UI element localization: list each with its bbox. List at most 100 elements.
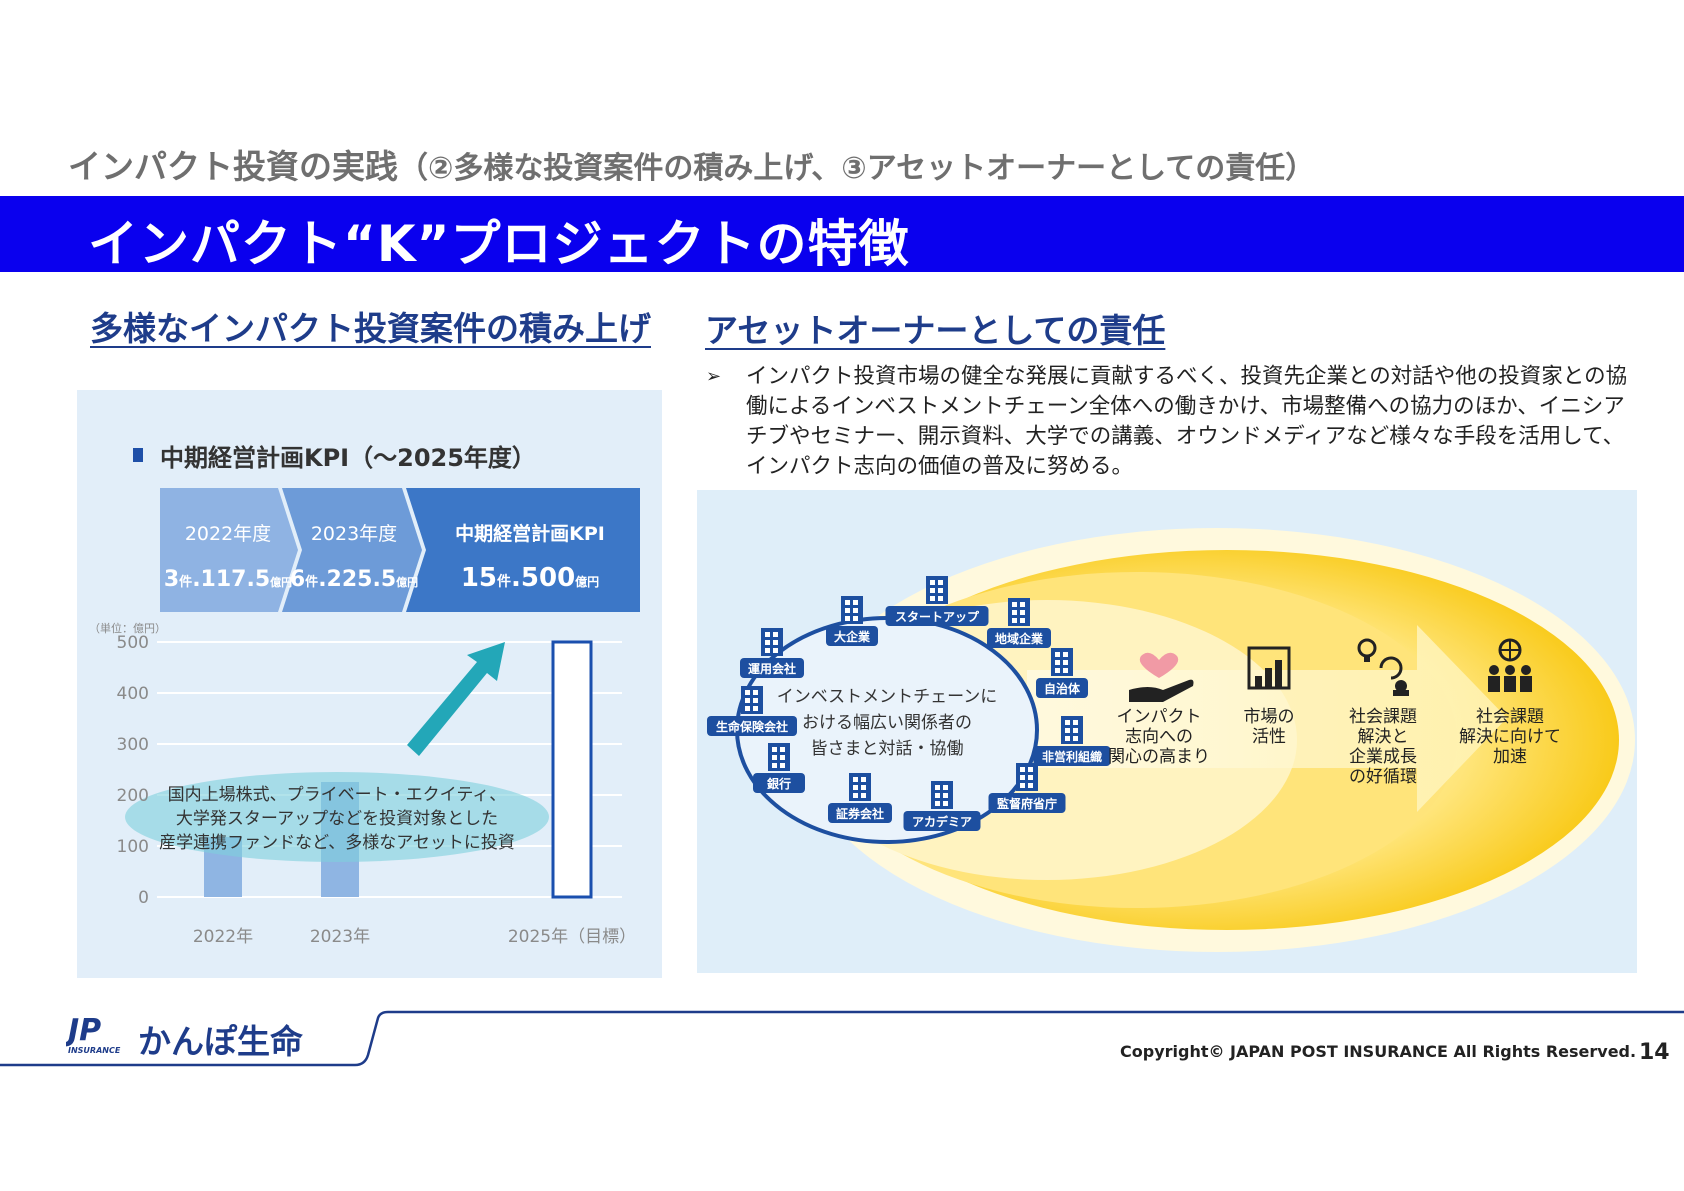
- building-icon: [1061, 716, 1083, 744]
- kpi-title: 中期経営計画KPI（～2025年度）: [160, 444, 536, 472]
- chain-node: 自治体: [1036, 648, 1088, 698]
- building-icon: [741, 686, 763, 714]
- building-icon: [1008, 598, 1030, 626]
- kpi-step-year: 2023年度: [311, 523, 397, 545]
- x-tick-label: 2022年: [193, 927, 253, 947]
- kpi-step-2022: [160, 488, 298, 612]
- chain-node-label: 大企業: [834, 629, 871, 644]
- chain-node-label: 自治体: [1044, 681, 1081, 696]
- people-icon: [1488, 638, 1532, 692]
- chain-node-label: 生命保険会社: [716, 719, 788, 734]
- chain-node: 地域企業: [987, 598, 1051, 648]
- cycle-icon: [1357, 638, 1409, 696]
- building-icon: [849, 773, 871, 801]
- outcome-label: インパクト: [1117, 707, 1202, 727]
- slide-subtitle: インパクト投資の実践（②多様な投資案件の積み上げ、③アセットオーナーとしての責任…: [68, 140, 1315, 188]
- page-number: 14: [1639, 1040, 1670, 1065]
- building-icon: [931, 781, 953, 809]
- kpi-step-value: 15件.500億円: [461, 563, 599, 593]
- kpi-marker-icon: [133, 448, 143, 462]
- right-section-heading: アセットオーナーとしての責任: [705, 311, 1166, 350]
- chain-node: 銀行: [753, 743, 805, 793]
- heart-hand-icon: [1129, 652, 1194, 702]
- footer-rule: [0, 1010, 1684, 1067]
- kpi-step-2023: [282, 488, 422, 612]
- outcome-label: の好循環: [1349, 767, 1417, 787]
- chain-node-label: 銀行: [766, 776, 791, 791]
- kpi-step-year: 中期経営計画KPI: [455, 522, 605, 545]
- cycle-center-line: おける幅広い関係者の: [802, 713, 972, 733]
- chain-node-label: アカデミア: [912, 814, 972, 829]
- progress-arrow-icon: [1027, 625, 1507, 812]
- outcome-label: 企業成長: [1349, 747, 1417, 767]
- bullet-text: インパクト投資市場の健全な発展に貢献するべく、投資先企業との対話や他の投資家との…: [746, 364, 1628, 479]
- y-tick-label: 500: [117, 633, 149, 653]
- cycle-center-line: 皆さまと対話・協働: [811, 739, 964, 759]
- chain-node-label: 監督府省庁: [997, 796, 1057, 811]
- chain-node-label: 証券会社: [836, 806, 884, 821]
- x-tick-label: 2023年: [310, 927, 370, 947]
- kpi-step-value: 3件.117.5億円: [164, 567, 292, 592]
- bullet-arrow-icon: ➢: [706, 366, 722, 387]
- y-tick-label: 300: [117, 735, 149, 755]
- chain-node: 非営利組織: [1033, 716, 1111, 766]
- svg-text:INSURANCE: INSURANCE: [68, 1046, 121, 1055]
- outcome-label: 社会課題: [1476, 707, 1544, 727]
- building-icon: [768, 743, 790, 771]
- y-tick-label: 400: [117, 684, 149, 704]
- callout-line: 大学発スターアップなどを投資対象とした: [176, 809, 498, 829]
- building-icon: [926, 576, 948, 604]
- callout-ellipse: [125, 772, 549, 862]
- outcome-label: 活性: [1252, 727, 1286, 747]
- x-tick-label: 2025年（目標）: [508, 927, 636, 947]
- brand-name: かんぽ生命: [138, 1022, 303, 1061]
- y-tick-label: 0: [138, 888, 149, 908]
- subtitle-paren: （②多様な投資案件の積み上げ、③アセットオーナーとしての責任）: [398, 151, 1316, 186]
- callout-line: 産学連携ファンドなど、多様なアセットに投資: [159, 833, 515, 853]
- chain-node-label: 非営利組織: [1042, 749, 1102, 764]
- building-icon: [1051, 648, 1073, 676]
- kpi-bar-chart: 国内上場株式、プライベート・エクイティ、 大学発スターアップなどを投資対象とした…: [89, 621, 636, 947]
- chain-node: アカデミア: [903, 781, 981, 831]
- kpi-step-value: 6件.225.5億円: [290, 567, 418, 592]
- title-band: [0, 196, 1684, 272]
- outcome-label: 関心の高まり: [1108, 747, 1210, 767]
- callout-line: 国内上場株式、プライベート・エクイティ、: [168, 785, 507, 805]
- growth-arrow-icon: [407, 642, 505, 756]
- chain-node: 監督府省庁: [988, 763, 1066, 813]
- building-icon: [1016, 763, 1038, 791]
- outcome-label: 社会課題: [1349, 707, 1417, 727]
- chain-node: 運用会社: [740, 628, 804, 678]
- chain-node-label: スタートアップ: [895, 609, 980, 624]
- left-section-heading: 多様なインパクト投資案件の積み上げ: [90, 309, 651, 348]
- outcome-label: 市場の: [1244, 707, 1295, 727]
- chain-node: 大企業: [826, 596, 878, 646]
- building-icon: [841, 596, 863, 624]
- chain-node: 生命保険会社: [707, 686, 797, 736]
- outcome-label: 志向への: [1125, 727, 1193, 747]
- outcome-label: 解決と: [1358, 727, 1409, 747]
- outcome-label: 解決に向けて: [1459, 727, 1561, 747]
- building-icon: [761, 628, 783, 656]
- outcome-label: 加速: [1493, 747, 1527, 767]
- cycle-center-line: インベストメントチェーンに: [777, 687, 998, 707]
- bar-chart-icon: [1247, 646, 1291, 690]
- chain-node: スタートアップ: [885, 576, 989, 626]
- copyright: Copyright© JAPAN POST INSURANCE All Righ…: [1120, 1042, 1637, 1061]
- chart-bars: [204, 640, 593, 899]
- bar-target: [551, 640, 593, 899]
- chain-node: 証券会社: [828, 773, 892, 823]
- chain-node-label: 運用会社: [748, 661, 796, 676]
- y-tick-label: 100: [117, 837, 149, 857]
- y-tick-label: 200: [117, 786, 149, 806]
- investment-chain-diagram: インベストメントチェーンに おける幅広い関係者の 皆さまと対話・協働 大企業 スタ…: [707, 528, 1635, 952]
- chain-node-label: 地域企業: [995, 631, 1044, 646]
- jp-logo-icon: JP INSURANCE: [66, 1013, 121, 1055]
- kpi-step-year: 2022年度: [185, 523, 271, 545]
